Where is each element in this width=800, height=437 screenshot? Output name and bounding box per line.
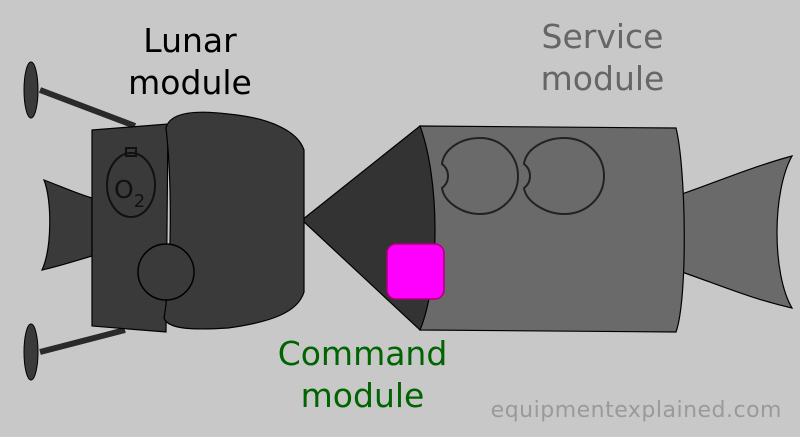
service-module-label-line1: Service <box>541 17 664 56</box>
service-module-label: Service module <box>520 16 685 100</box>
service-module-body <box>419 125 685 333</box>
oxygen-tank: O2 <box>106 147 156 218</box>
service-module-engine-bell <box>675 155 794 309</box>
lunar-module-label: Lunar module <box>120 20 260 104</box>
command-module-highlight <box>386 243 445 300</box>
landing-pad-bottom <box>23 323 39 381</box>
oxygen-symbol: O <box>114 175 134 204</box>
oxygen-tank-label: O2 <box>114 175 145 212</box>
lunar-module-ascent-stage <box>163 111 305 330</box>
command-module-label-line1: Command <box>277 334 448 373</box>
oxygen-tank-valve <box>125 147 137 157</box>
lunar-module-label-line2: module <box>128 63 252 102</box>
service-tank-left <box>440 136 520 216</box>
service-module-tanks <box>440 136 606 216</box>
service-tank-right <box>522 136 606 216</box>
lunar-module-label-line1: Lunar <box>143 21 237 60</box>
landing-pad-top <box>23 61 39 119</box>
command-module-label: Command module <box>255 333 470 417</box>
site-watermark: equipmentexplained.com <box>490 398 782 423</box>
lunar-module-landing-legs <box>23 61 137 381</box>
command-module-label-line2: module <box>300 376 425 415</box>
service-module-label-line2: module <box>540 59 665 98</box>
lunar-module-engine-bell <box>40 178 93 271</box>
lunar-module-hatch <box>137 243 195 301</box>
oxygen-subscript: 2 <box>134 191 145 212</box>
oxygen-tank-body <box>106 152 156 218</box>
